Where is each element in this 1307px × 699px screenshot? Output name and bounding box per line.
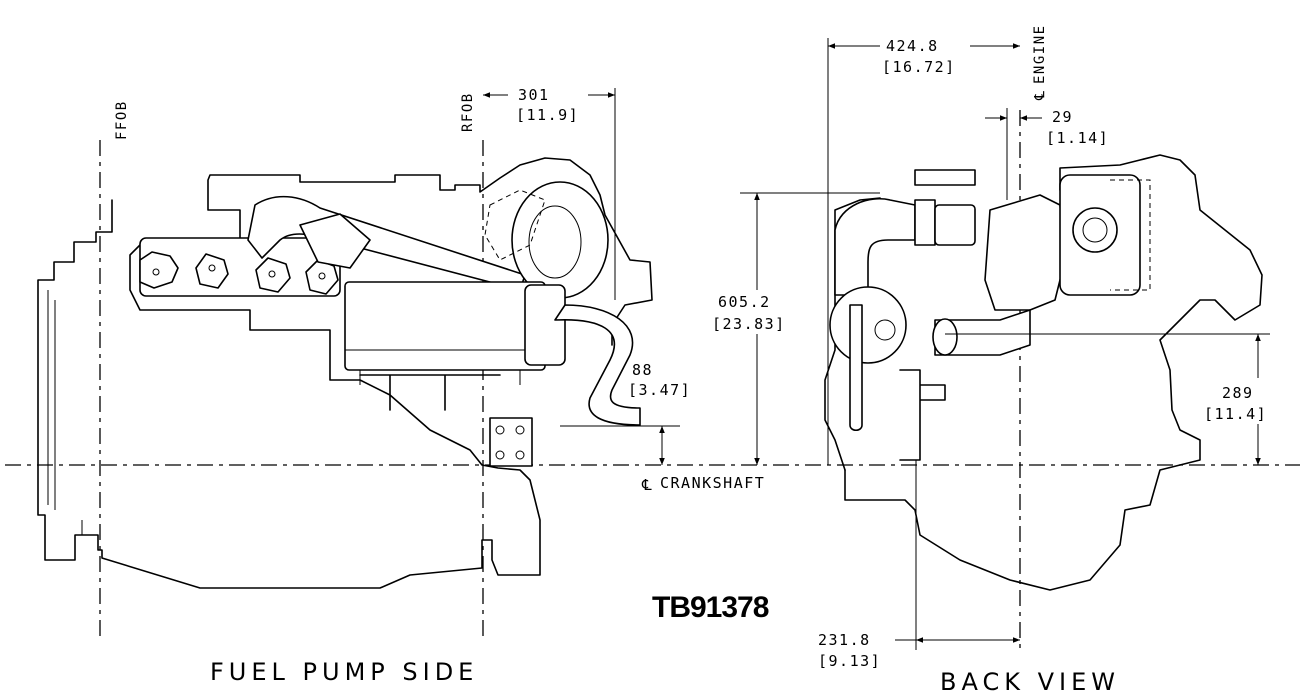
dim-424-mm: 424.8 <box>886 37 939 55</box>
rfob-label: RFOB <box>460 92 476 132</box>
dim-231-mm: 231.8 <box>818 631 871 649</box>
dim-605-in: [23.83] <box>712 315 786 333</box>
block-lower-detail <box>47 290 83 535</box>
view-title-fuel-pump-side: FUEL PUMP SIDE <box>210 658 478 686</box>
manifold-ports <box>139 251 339 295</box>
dim-301-in: [11.9] <box>516 106 579 124</box>
dim-424-in: [16.72] <box>882 58 956 76</box>
crankshaft-label: CRANKSHAFT <box>660 474 765 492</box>
dim-88-in: [3.47] <box>628 381 691 399</box>
water-pump <box>829 286 907 364</box>
compressor-housing <box>984 194 1066 311</box>
back-view <box>824 154 1263 591</box>
engine-centerline-symbol: ℄ <box>1032 90 1048 102</box>
aftercooler <box>344 281 546 371</box>
dim-29-in: [1.14] <box>1046 129 1109 147</box>
drawing-code: TB91378 <box>652 591 769 624</box>
ffob-label: FFOB <box>114 100 130 140</box>
engine-block-outline <box>37 157 653 589</box>
turbine-housing <box>1059 174 1141 296</box>
outlet-pipe <box>554 304 641 426</box>
dim-29-mm: 29 <box>1052 108 1073 126</box>
dimensions: 301 [11.9] 88 [3.47] 424.8 [16.72] 29 [1… <box>483 36 1300 670</box>
crankshaft-centerline-symbol: ℄ <box>641 476 653 494</box>
turbo-housing <box>511 181 609 299</box>
dim-289-mm: 289 <box>1222 384 1254 402</box>
lower-outlet-pipe <box>934 309 1031 356</box>
dim-301-mm: 301 <box>518 86 550 104</box>
view-title-back-view: BACK VIEW <box>940 668 1120 696</box>
reference-labels: FFOB RFOB ℄ ENGINE ℄ CRANKSHAFT <box>114 24 1048 494</box>
back-view-outline <box>844 154 1263 591</box>
engine-label: ENGINE <box>1032 24 1048 84</box>
dim-88-mm: 88 <box>632 361 653 379</box>
dim-231-in: [9.13] <box>818 652 881 670</box>
dim-605-mm: 605.2 <box>718 293 771 311</box>
fuel-pump-side-view <box>37 157 653 589</box>
intake-elbow <box>834 198 916 296</box>
reference-lines <box>5 110 1300 650</box>
dim-289-in: [11.4] <box>1204 405 1267 423</box>
mounting-bracket <box>489 417 533 467</box>
